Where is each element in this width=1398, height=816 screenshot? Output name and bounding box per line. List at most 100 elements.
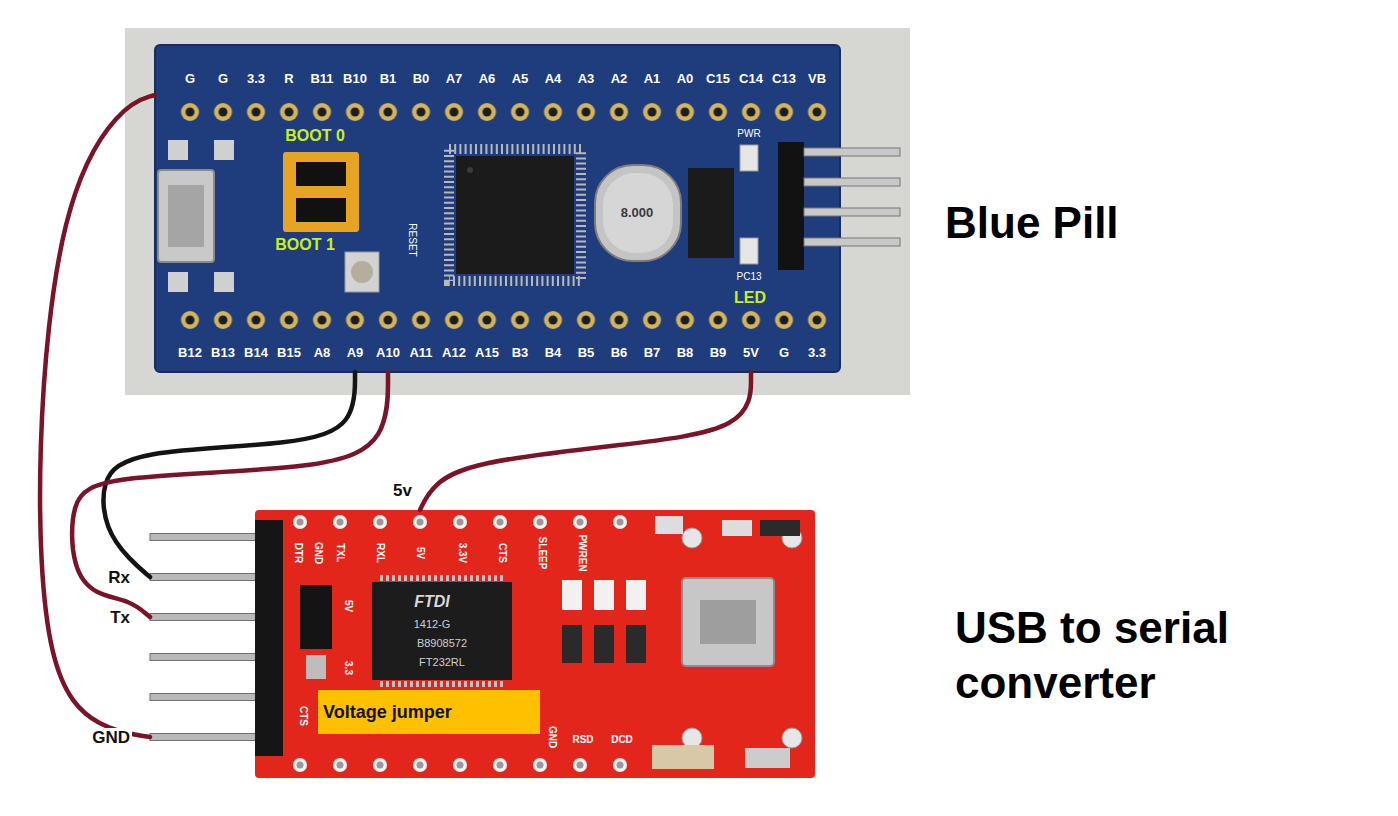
- silkscreen-label: GND: [313, 542, 323, 564]
- chip-marking: FTDI: [414, 594, 450, 610]
- pin-label: B7: [644, 346, 661, 359]
- pin-label: B6: [611, 346, 628, 359]
- reset-button: [351, 261, 373, 283]
- pin-label: A5: [512, 72, 529, 85]
- wire-label: 5v: [391, 481, 414, 500]
- pin-header-row: [174, 99, 834, 125]
- mcu-dot: [467, 167, 473, 173]
- silkscreen-label: SLEEP: [537, 537, 547, 570]
- chip-marking: FT232RL: [419, 657, 465, 668]
- annotation-label: LED: [734, 290, 766, 306]
- swd-header: [778, 142, 804, 270]
- voltage-jumper-cap: [300, 585, 332, 649]
- pin-label: A11: [409, 346, 432, 359]
- pin-label: A9: [347, 346, 364, 359]
- pin-label: A8: [314, 346, 331, 359]
- mini-usb-connector: [700, 600, 756, 644]
- pin-label: G: [185, 72, 195, 85]
- pin-label: 3.3: [247, 72, 265, 85]
- pin-label: B10: [343, 72, 367, 85]
- smd-led: [594, 580, 614, 610]
- pin-label: 5V: [743, 346, 759, 359]
- pin-label: B4: [545, 346, 562, 359]
- pin-label: B5: [578, 346, 595, 359]
- smd-part: [760, 520, 800, 536]
- silkscreen-label: PWR: [737, 129, 760, 139]
- pc13-led: [740, 238, 758, 264]
- smd-led: [562, 580, 582, 610]
- pin-label: VB: [808, 72, 826, 85]
- hole-row: [280, 755, 640, 775]
- micro-usb-connector: [168, 185, 204, 247]
- header-block: [255, 520, 283, 756]
- pin-label: B15: [277, 346, 301, 359]
- pin-label: B11: [310, 72, 333, 85]
- wire-label: Rx: [106, 568, 132, 587]
- header-pin: [150, 614, 258, 621]
- chip-marking: B8908572: [417, 638, 467, 649]
- pin-label: B12: [178, 346, 202, 359]
- pin-label: B14: [244, 346, 268, 359]
- silkscreen-label: RXL: [375, 543, 385, 563]
- header-pin: [150, 534, 258, 541]
- pin-label: B9: [710, 346, 727, 359]
- jumper-wire: [420, 372, 751, 510]
- smd-part: [722, 520, 752, 536]
- jumper-cap: [296, 162, 346, 186]
- board-title: Blue Pill: [945, 195, 1265, 250]
- smd-resistor: [562, 625, 582, 663]
- pin-label: A12: [442, 346, 466, 359]
- header-pin: [150, 574, 258, 581]
- silkscreen-label: RSD: [572, 735, 593, 745]
- capacitor: [745, 748, 790, 768]
- pin-label: A0: [677, 72, 694, 85]
- silkscreen-label: GND: [547, 726, 557, 748]
- pin-label: A10: [376, 346, 400, 359]
- photo-background: [125, 28, 910, 395]
- pin-label: B3: [512, 346, 529, 359]
- red-pcb: [255, 510, 815, 778]
- solder-pad: [214, 272, 234, 292]
- jumper-cap: [296, 198, 346, 222]
- pin-label: B13: [211, 346, 235, 359]
- solder-pad: [214, 140, 234, 160]
- chip-marking: 1412-G: [414, 619, 451, 630]
- jumper-wire: [40, 95, 155, 737]
- silkscreen-label: 3.3: [343, 661, 353, 675]
- boot-jumper-header: [283, 152, 359, 232]
- wire-label: GND: [90, 728, 132, 747]
- blue-pcb: [155, 45, 840, 372]
- pin-header-row: [174, 307, 834, 333]
- voltage-regulator: [688, 168, 734, 258]
- pin-label: B8: [677, 346, 694, 359]
- pin-label: 3.3: [808, 346, 826, 359]
- pin-label: A1: [644, 72, 661, 85]
- chip-legs: [380, 681, 505, 687]
- jumper-pin: [306, 655, 326, 679]
- solder-pad: [168, 272, 188, 292]
- silkscreen-label: DCD: [611, 735, 633, 745]
- chip-legs: [380, 575, 505, 581]
- crystal: [603, 173, 673, 253]
- solder-pad: [168, 140, 188, 160]
- mini-usb-connector: [682, 578, 774, 666]
- hole-row: [280, 512, 640, 532]
- smd-resistor: [594, 625, 614, 663]
- crystal: [595, 165, 681, 261]
- pin-label: A15: [475, 346, 499, 359]
- capacitor: [652, 745, 714, 769]
- header-pin: [150, 694, 258, 701]
- silkscreen-label: RESET: [407, 223, 417, 256]
- mcu-chip: [456, 156, 574, 274]
- mcu-legs: [449, 149, 581, 281]
- pin-label: A2: [611, 72, 628, 85]
- blue-pill-board: Blue Pill: [155, 45, 840, 372]
- pin-label: B0: [413, 72, 430, 85]
- pin-label: C15: [706, 72, 730, 85]
- wire-label: Tx: [108, 608, 132, 627]
- mounting-hole: [782, 728, 802, 748]
- board-title: USB to serial converter: [955, 600, 1355, 710]
- smd-part: [655, 516, 683, 534]
- annotation-label: BOOT 1: [275, 237, 335, 253]
